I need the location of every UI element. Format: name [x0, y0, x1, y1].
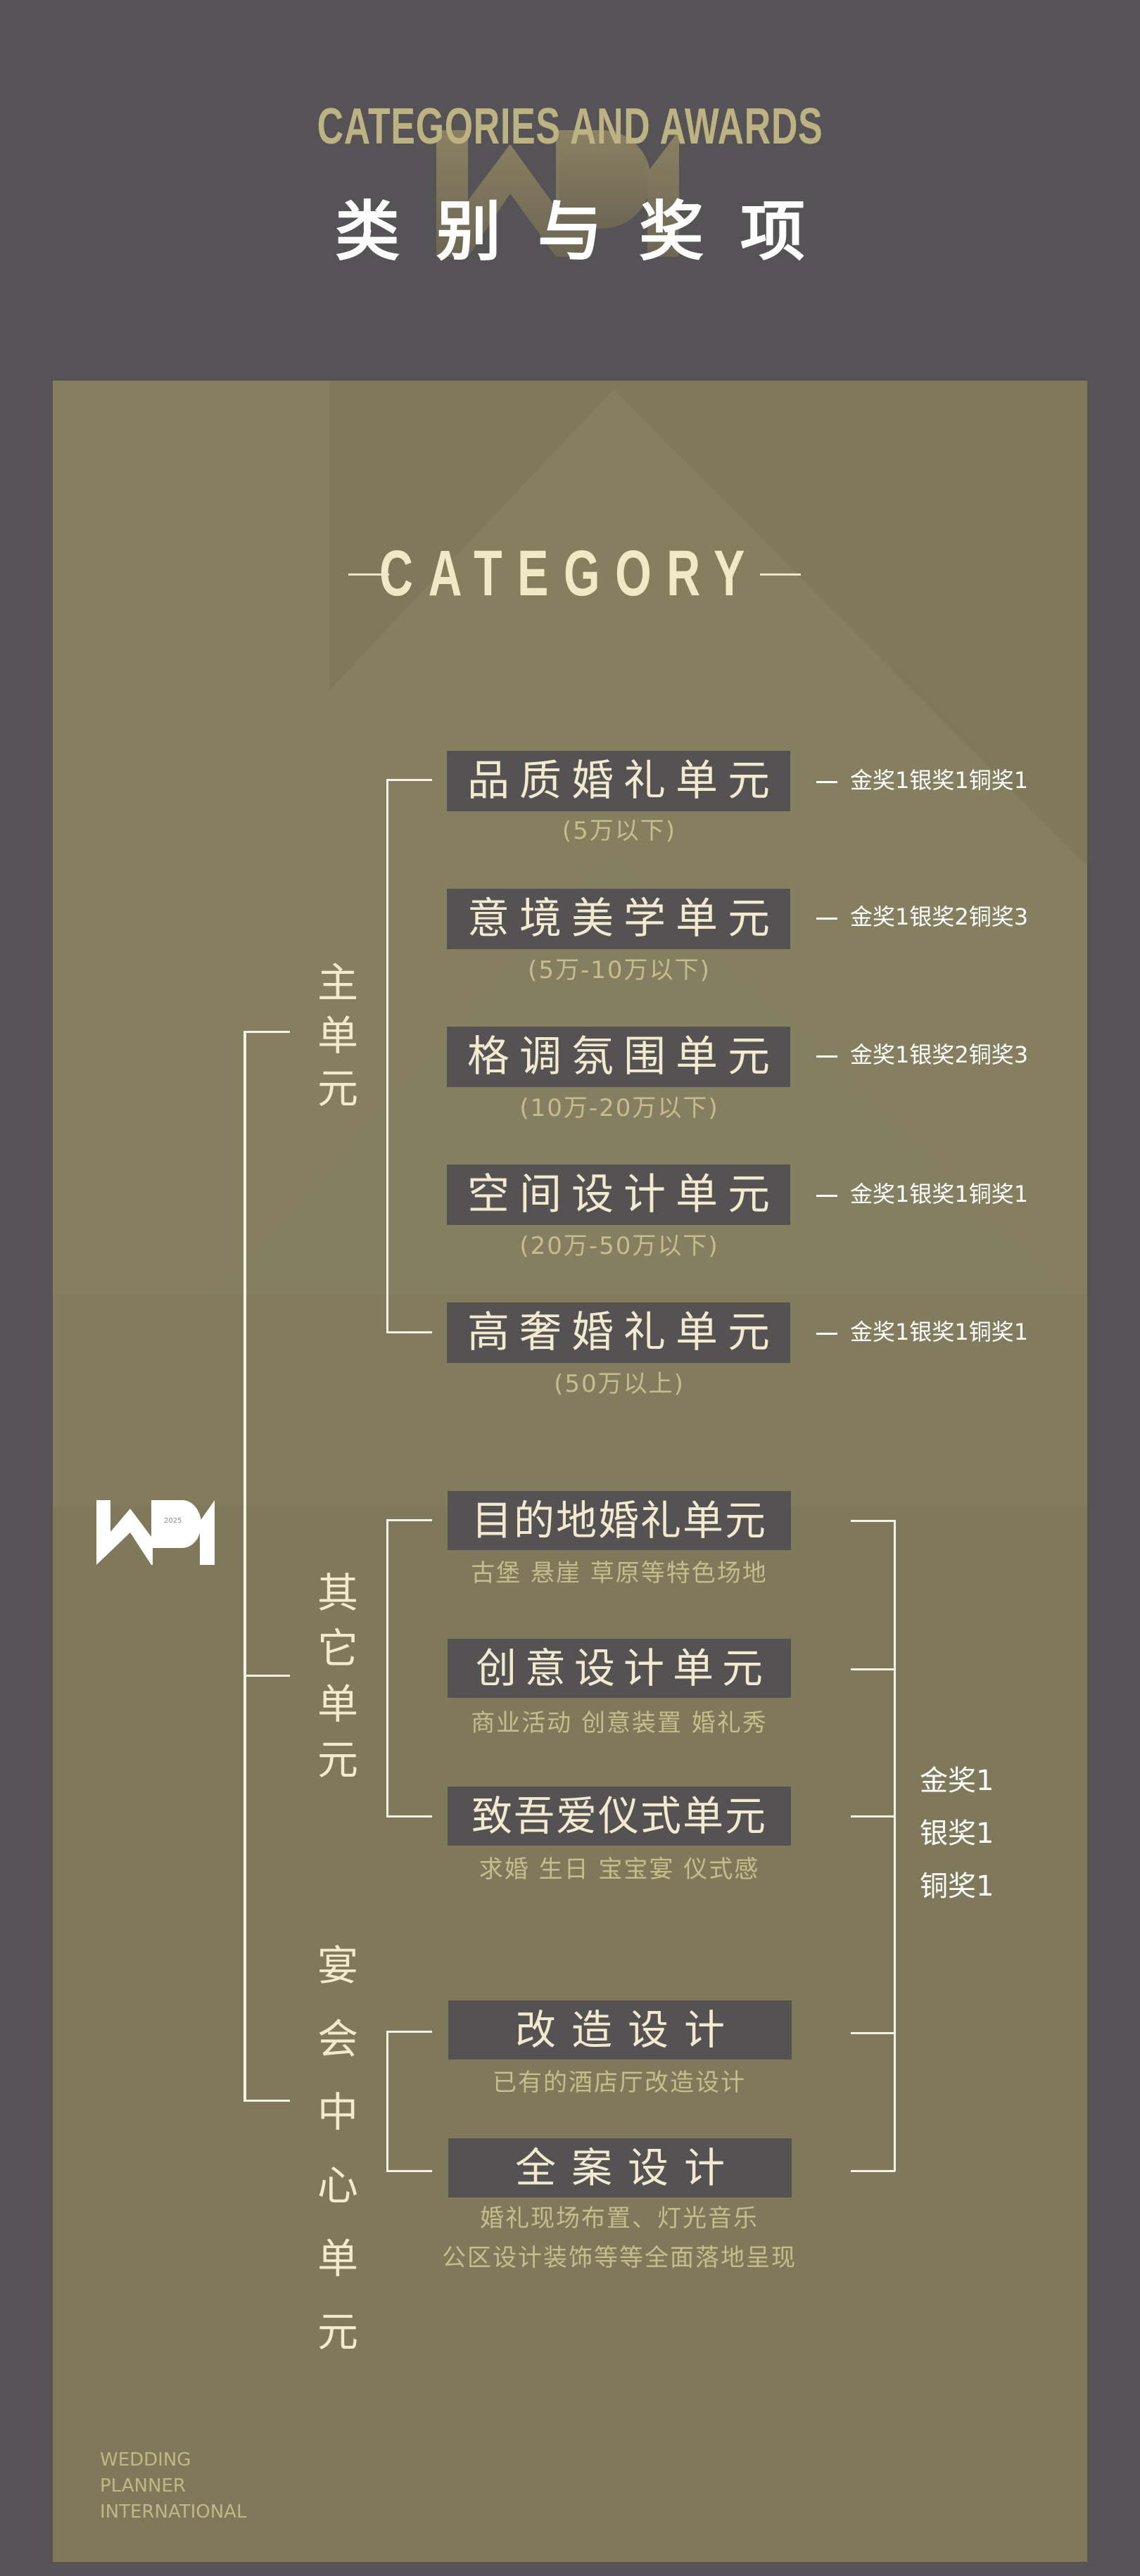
unit-awards: 金奖1银奖2铜奖3 [816, 903, 1028, 931]
group-label-char: 单 [317, 1680, 358, 1728]
unit-note: (50万以上) [554, 1370, 685, 1398]
group-label-char: 元 [317, 1736, 358, 1784]
footer-line: WEDDING [100, 2449, 191, 2470]
award-bronze: 铜奖1 [920, 1870, 994, 1903]
header-title-en: CATEGORIES AND AWARDS [317, 99, 823, 155]
unit-awards: 金奖1银奖1铜奖1 [816, 766, 1028, 794]
awards-text: 金奖1银奖2铜奖3 [850, 1041, 1029, 1068]
unit-box-quality-wedding: 品质婚礼单元 [447, 751, 790, 811]
awards-text: 金奖1银奖1铜奖1 [850, 1181, 1029, 1207]
bracket-banquet-vertical [386, 2031, 388, 2172]
unit-note: 婚礼现场布置、灯光音乐 [480, 2204, 759, 2233]
wpi-logo: 2025 [96, 1500, 216, 1565]
tree-stub-main [243, 1031, 290, 1033]
category-panel [53, 381, 1087, 2562]
award-gold: 金奖1 [920, 1765, 994, 1797]
unit-box-creative-design: 创意设计单元 [448, 1639, 791, 1698]
unit-note: (20万-50万以下) [519, 1232, 719, 1260]
unit-note: (10万-20万以下) [519, 1094, 719, 1122]
unit-box-space-design: 空间设计单元 [447, 1165, 790, 1225]
unit-note: 商业活动 创意装置 婚礼秀 [471, 1709, 768, 1737]
bracket-main-bottom [386, 1331, 432, 1333]
wpi-watermark-logo [436, 130, 679, 257]
group-label-char: 中 [317, 2088, 358, 2136]
section-title-line-left [348, 573, 389, 576]
awards-text: 金奖1银奖2铜奖3 [850, 903, 1029, 930]
group-label-char: 元 [317, 2308, 358, 2356]
tree-stub-banquet [243, 2100, 290, 2102]
bracket-right-stub [851, 2032, 895, 2034]
group-label-char: 元 [317, 1065, 358, 1112]
dash [816, 780, 837, 783]
group-label-other: 其 它 单 元 [310, 1566, 366, 1788]
unit-awards: 金奖1银奖2铜奖3 [816, 1041, 1028, 1069]
footer-line: INTERNATIONAL [100, 2501, 247, 2523]
dash [816, 1055, 837, 1058]
unit-awards: 金奖1银奖1铜奖1 [816, 1180, 1028, 1208]
bracket-right-stub [851, 1520, 895, 1522]
awards-text: 金奖1银奖1铜奖1 [850, 767, 1029, 794]
unit-box-renovation-design: 改造设计 [448, 2000, 792, 2060]
group-label-banquet: 宴 会 中 心 单 元 [310, 1929, 366, 2368]
group-label-main: 主 单 元 [310, 957, 366, 1115]
bracket-banquet-bottom [386, 2170, 432, 2172]
unit-note: (5万以下) [562, 817, 677, 845]
group-label-char: 其 [317, 1569, 358, 1617]
unit-note: 求婚 生日 宝宝宴 仪式感 [479, 1855, 760, 1884]
bracket-right-stub [851, 1815, 895, 1817]
award-silver: 银奖1 [920, 1817, 994, 1850]
dash [816, 917, 837, 920]
section-title-line-right [760, 573, 801, 576]
section-title-text: CATEGORY [379, 538, 761, 609]
bracket-right-vertical [894, 1520, 896, 2171]
group-label-char: 会 [317, 2015, 358, 2063]
bracket-other-bottom [386, 1815, 432, 1817]
section-title: CATEGORY [0, 535, 1140, 612]
tree-spine [243, 1032, 246, 2102]
group-label-char: 单 [317, 2235, 358, 2283]
unit-box-full-design: 全案设计 [448, 2138, 792, 2197]
tree-stub-other [243, 1675, 290, 1677]
group-label-char: 它 [317, 1625, 358, 1673]
unit-note: (5万-10万以下) [528, 956, 711, 984]
bracket-main-vertical [386, 780, 388, 1333]
panel-background-shapes [53, 381, 1087, 1577]
bracket-other-vertical [386, 1520, 388, 1817]
group-label-char: 心 [317, 2162, 358, 2209]
bracket-other-top [386, 1519, 432, 1521]
bracket-right-stub [851, 1668, 895, 1670]
group-label-char: 主 [317, 959, 358, 1007]
logo-year: 2025 [164, 1517, 182, 1525]
awards-text: 金奖1银奖1铜奖1 [850, 1319, 1029, 1345]
unit-box-aesthetic: 意境美学单元 [447, 889, 790, 949]
dash [816, 1332, 837, 1335]
unit-box-ceremony: 致吾爱仪式单元 [448, 1787, 791, 1846]
header-title-cn: 类别与奖项 [334, 194, 842, 269]
unit-awards: 金奖1银奖1铜奖1 [816, 1318, 1028, 1346]
unit-box-destination-wedding: 目的地婚礼单元 [448, 1491, 791, 1550]
group-label-char: 宴 [317, 1942, 358, 1990]
footer-brand: WEDDING PLANNER INTERNATIONAL [100, 2447, 246, 2525]
dash [816, 1194, 837, 1197]
bracket-main-top [386, 779, 432, 781]
unit-note-line2: 公区设计装饰等等全面落地呈现 [442, 2244, 797, 2272]
unit-box-luxury-wedding: 高奢婚礼单元 [447, 1302, 790, 1363]
unit-note: 古堡 悬崖 草原等特色场地 [471, 1559, 768, 1587]
bracket-right-stub [851, 2170, 895, 2172]
unit-note: 已有的酒店厅改造设计 [493, 2069, 746, 2097]
shared-awards: 金奖1 银奖1 铜奖1 [920, 1755, 994, 1913]
group-label-char: 单 [317, 1012, 358, 1060]
unit-box-atmosphere: 格调氛围单元 [447, 1027, 790, 1087]
bracket-banquet-top [386, 2031, 432, 2033]
footer-line: PLANNER [100, 2475, 186, 2496]
